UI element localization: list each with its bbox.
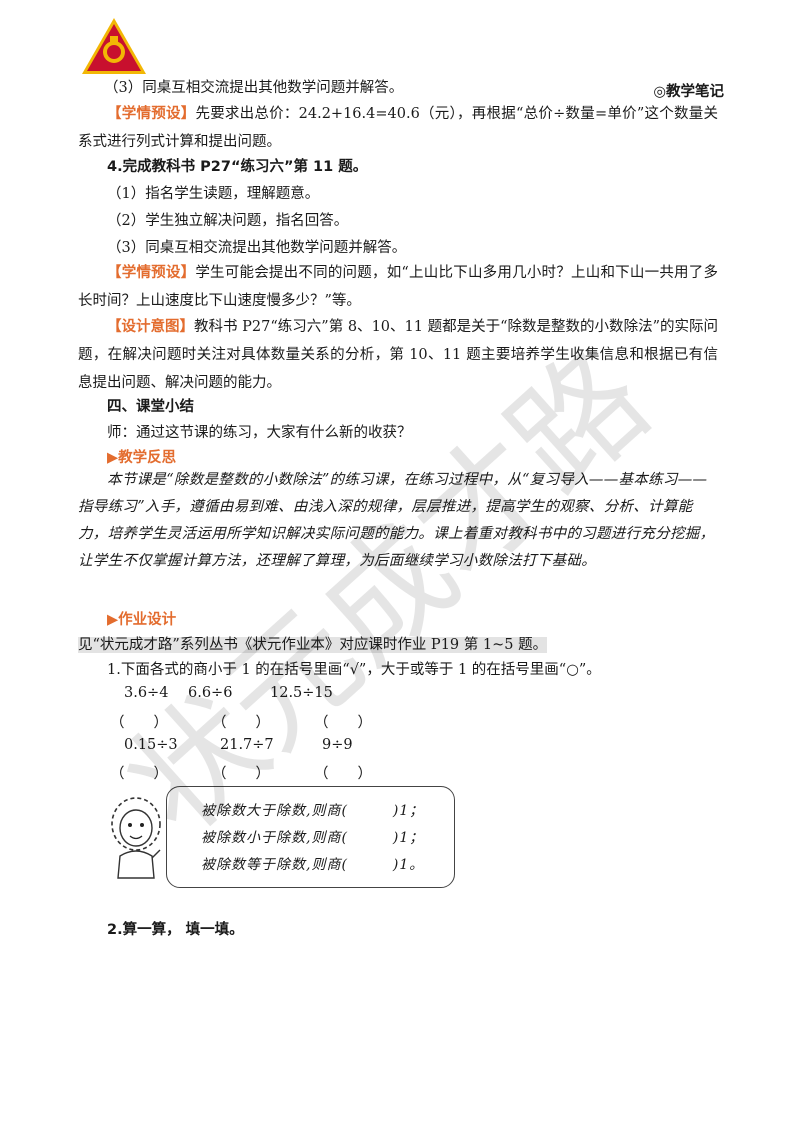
situation-preset-label: 【学情预设】: [107, 265, 196, 281]
situation-preset-2: 【学情预设】学生可能会提出不同的问题，如“上山比下山多用几小时？上山和下山一共用…: [78, 259, 718, 315]
expression: 3.6÷4: [124, 685, 169, 701]
publisher-logo: [82, 18, 146, 74]
expression: 9÷9: [322, 737, 353, 753]
reflection-text: 本节课是“除数是整数的小数除法”的练习课，在练习过程中，从“复习导入——基本练习…: [78, 472, 715, 569]
answer-parentheses[interactable]: （ ）: [212, 715, 270, 731]
expression: 12.5÷15: [270, 685, 333, 701]
answer-parentheses[interactable]: （ ）: [110, 766, 168, 782]
teaching-notes-label: ◎教学笔记: [653, 84, 724, 100]
expression: 21.7÷7: [220, 737, 274, 753]
homework-reference-text: 见“状元成才路”系列丛书《状元作业本》对应课时作业 P19 第 1~5 题。: [78, 637, 548, 653]
reflection-heading: ▶教学反思: [107, 450, 177, 466]
section-4-heading: 四、课堂小结: [107, 399, 194, 415]
design-intent-text: 教科书 P27“练习六”第 8、10、11 题都是关于“除数是整数的小数除法”的…: [78, 319, 719, 391]
answer-parentheses[interactable]: （ ）: [212, 766, 270, 782]
task-4-step-1: （1）指名学生读题，理解题意。: [107, 186, 320, 202]
situation-preset-text: 学生可能会提出不同的问题，如“上山比下山多用几小时？上山和下山一共用了多长时间？…: [78, 265, 718, 309]
watermark-text: 状元成才路: [110, 324, 676, 863]
homework-heading: ▶作业设计: [107, 612, 177, 628]
student-cartoon-icon: [111, 797, 161, 879]
task-4-heading: 4.完成教科书 P27“练习六”第 11 题。: [107, 159, 368, 175]
expression: 6.6÷6: [188, 685, 233, 701]
task-4-step-3: （3）同桌互相交流提出其他数学问题并解答。: [107, 240, 407, 256]
speech-bubble: 被除数大于除数,则商( )1； 被除数小于除数,则商( )1； 被除数等于除数,…: [166, 786, 455, 888]
task-4-step-2: （2）学生独立解决问题，指名回答。: [107, 213, 349, 229]
situation-preset-text: 先要求出总价：24.2+16.4=40.6（元），再根据“总价÷数量=单价”这个…: [78, 106, 718, 150]
answer-parentheses[interactable]: （ ）: [314, 766, 372, 782]
question-2: 2.算一算， 填一填。: [107, 922, 244, 938]
question-1: 1.下面各式的商小于 1 的在括号里画“√”，大于或等于 1 的在括号里画“○”…: [107, 662, 601, 678]
homework-reference: 见“状元成才路”系列丛书《状元作业本》对应课时作业 P19 第 1~5 题。: [78, 633, 548, 654]
design-intent: 【设计意图】教科书 P27“练习六”第 8、10、11 题都是关于“除数是整数的…: [78, 313, 718, 397]
teacher-question: 师：通过这节课的练习，大家有什么新的收获？: [107, 425, 412, 441]
design-intent-label: 【设计意图】: [107, 319, 195, 335]
situation-preset-label: 【学情预设】: [107, 106, 196, 122]
step-3-line: （3）同桌互相交流提出其他数学问题并解答。: [104, 80, 404, 96]
situation-preset-1: 【学情预设】先要求出总价：24.2+16.4=40.6（元），再根据“总价÷数量…: [78, 100, 718, 156]
expression: 0.15÷3: [124, 737, 178, 753]
answer-parentheses[interactable]: （ ）: [110, 715, 168, 731]
rule-line-1: 被除数大于除数,则商( )1；: [201, 803, 425, 819]
answer-parentheses[interactable]: （ ）: [314, 715, 372, 731]
rule-line-3: 被除数等于除数,则商( )1。: [201, 857, 425, 873]
rule-line-2: 被除数小于除数,则商( )1；: [201, 830, 425, 846]
